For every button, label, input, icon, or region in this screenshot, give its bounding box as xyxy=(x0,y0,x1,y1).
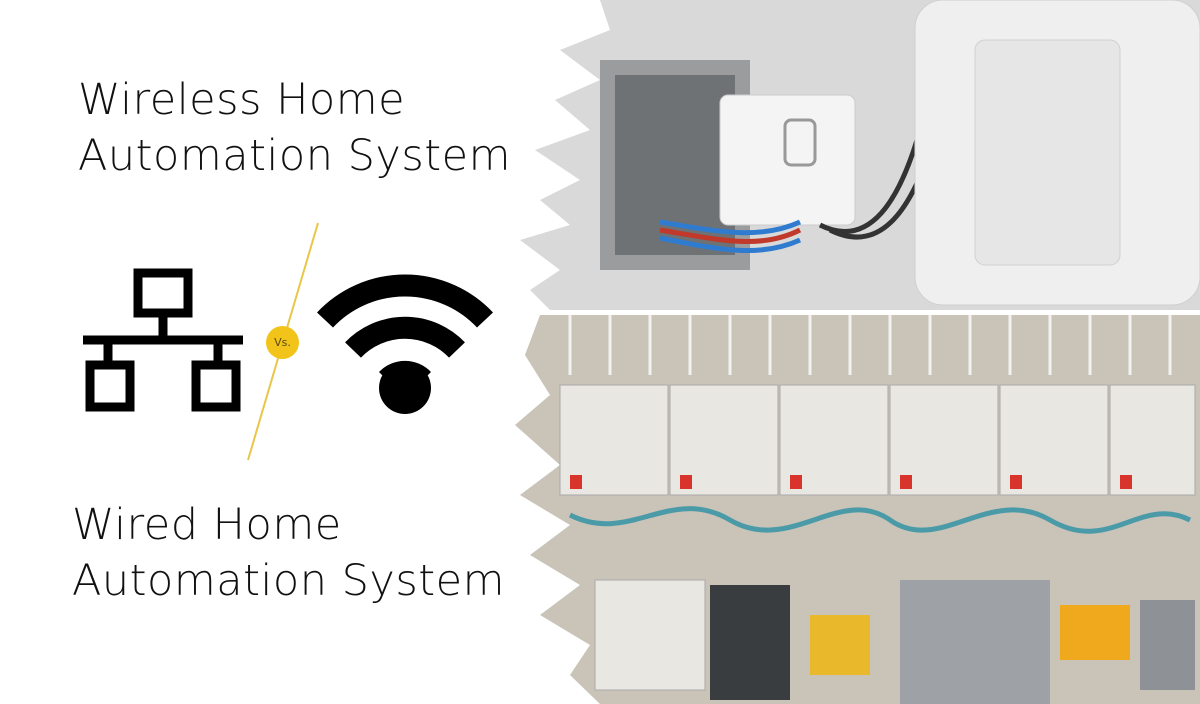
network-topology-icon xyxy=(83,268,243,412)
wired-panel-photo xyxy=(515,315,1200,704)
wireless-title-line2: Automation System xyxy=(78,131,511,181)
wired-title-line1: Wired Home xyxy=(72,500,342,550)
wifi-icon xyxy=(317,274,493,414)
wired-title: Wired Home Automation System xyxy=(72,497,505,609)
versus-badge: Vs. xyxy=(266,326,299,359)
wireless-switch-photo xyxy=(520,0,1200,310)
wired-title-line2: Automation System xyxy=(72,556,505,606)
wireless-title-line1: Wireless Home xyxy=(78,75,406,125)
wireless-title: Wireless Home Automation System xyxy=(78,72,511,184)
